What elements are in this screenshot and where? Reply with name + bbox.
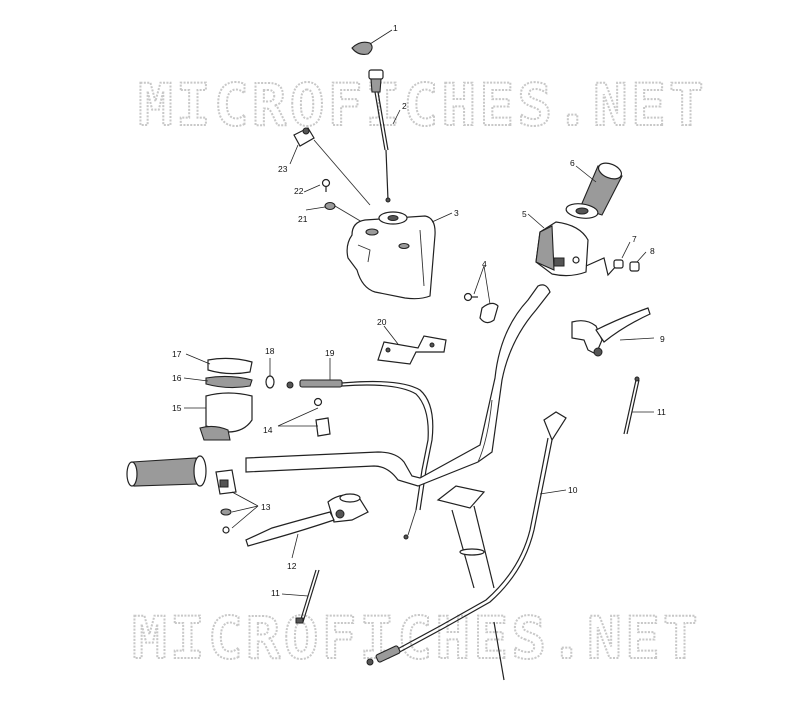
callout-22: 22 — [294, 186, 304, 196]
callout-19: 19 — [325, 348, 335, 358]
callout-15: 15 — [172, 403, 182, 413]
part-cap — [351, 41, 373, 55]
callouts: 1 2 3 4 5 6 7 8 9 10 11 11 12 13 14 15 1… — [172, 23, 666, 598]
part-screw-clamp — [313, 397, 331, 437]
part-bracket — [377, 335, 447, 365]
callout-16: 16 — [172, 373, 182, 383]
leader-lines — [183, 29, 655, 597]
part-throttle-cable — [366, 411, 567, 666]
part-reservoir — [346, 211, 436, 300]
callout-11-left: 11 — [271, 588, 280, 598]
part-reservoir-cap-set — [199, 357, 253, 441]
callout-4: 4 — [482, 259, 487, 269]
part-grip-left — [126, 455, 207, 487]
part-bolt-clamp — [463, 292, 499, 324]
watermark-bottom: MICROFICHES.NET — [132, 604, 701, 672]
callout-12: 12 — [287, 561, 297, 571]
callout-21: 21 — [298, 214, 308, 224]
part-fitting — [293, 127, 371, 206]
part-grip-right — [565, 162, 623, 219]
callout-18: 18 — [265, 346, 275, 356]
part-brake-cable — [286, 379, 434, 540]
callout-10: 10 — [568, 485, 578, 495]
callout-23: 23 — [278, 164, 288, 174]
part-o-ring — [265, 375, 275, 389]
callout-13: 13 — [261, 502, 271, 512]
part-lever-right — [571, 307, 651, 357]
callout-9: 9 — [660, 334, 665, 344]
callout-5: 5 — [522, 209, 527, 219]
callout-3: 3 — [454, 208, 459, 218]
part-dipstick — [368, 69, 391, 203]
part-throttle-housing — [535, 221, 619, 277]
callout-8: 8 — [650, 246, 655, 256]
callout-17: 17 — [172, 349, 182, 359]
part-lever-left — [245, 493, 369, 547]
part-handlebar — [245, 284, 551, 487]
part-bolt-right — [623, 376, 640, 435]
callout-7: 7 — [632, 234, 637, 244]
watermark-top: MICROFICHES.NET — [138, 71, 707, 139]
part-bushings — [613, 259, 640, 272]
callout-11-right: 11 — [657, 407, 666, 417]
part-steering-post — [436, 485, 505, 681]
part-switch — [215, 469, 237, 534]
callout-14: 14 — [263, 425, 273, 435]
callout-1: 1 — [393, 23, 398, 33]
callout-6: 6 — [570, 158, 575, 168]
callout-20: 20 — [377, 317, 387, 327]
part-screw-washer — [321, 178, 363, 223]
callout-2: 2 — [402, 101, 407, 111]
